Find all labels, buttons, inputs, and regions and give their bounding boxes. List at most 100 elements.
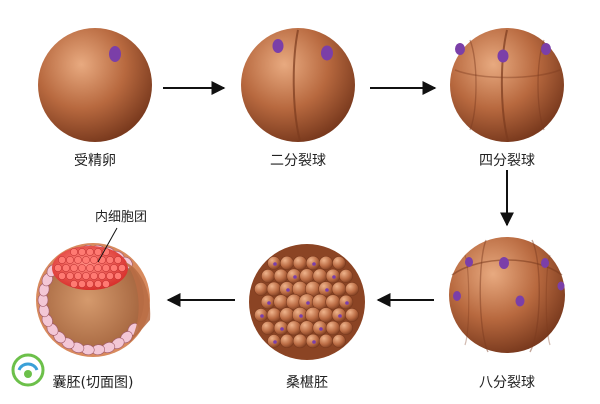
nucleus-icon bbox=[312, 262, 316, 266]
nucleus-icon bbox=[286, 288, 290, 292]
stage-label-four-cell: 四分裂球 bbox=[479, 153, 535, 169]
nucleus-icon bbox=[273, 340, 277, 344]
nucleus-icon bbox=[293, 275, 297, 279]
morula-illustration bbox=[249, 244, 365, 360]
nucleus-icon bbox=[345, 301, 349, 305]
inner-cell bbox=[98, 272, 106, 280]
nucleus-icon bbox=[312, 340, 316, 344]
blastomere bbox=[292, 333, 308, 349]
inner-cell bbox=[90, 272, 98, 280]
blastomere bbox=[325, 294, 341, 310]
inner-cell bbox=[114, 256, 122, 264]
inner-cell bbox=[118, 264, 126, 272]
inner-cell bbox=[86, 280, 94, 288]
blastomere bbox=[331, 281, 347, 297]
eight-cell-illustration bbox=[449, 237, 565, 353]
nucleus-icon bbox=[338, 314, 342, 318]
inner-cell bbox=[78, 280, 86, 288]
blastomere bbox=[339, 321, 353, 335]
blastomere bbox=[325, 320, 341, 336]
four-cell-illustration bbox=[450, 28, 564, 142]
nucleus-icon bbox=[319, 327, 323, 331]
inner-cell bbox=[94, 280, 102, 288]
inner-cell bbox=[114, 272, 122, 280]
nucleus-icon bbox=[499, 257, 509, 269]
blastomere bbox=[345, 308, 359, 322]
nucleus-icon bbox=[325, 288, 329, 292]
inner-cell bbox=[66, 256, 74, 264]
nucleus-icon bbox=[109, 46, 121, 62]
nucleus-icon bbox=[260, 314, 264, 318]
inner-cell bbox=[94, 264, 102, 272]
two-cell-illustration bbox=[241, 28, 355, 142]
blastomere bbox=[279, 333, 295, 349]
inner-cell bbox=[70, 248, 78, 256]
nucleus-icon bbox=[515, 295, 525, 307]
nucleus-icon bbox=[497, 49, 509, 63]
nucleus-icon bbox=[272, 39, 284, 53]
nucleus-icon bbox=[332, 275, 336, 279]
callout-inner-cell-mass: 内细胞团 bbox=[95, 210, 148, 225]
blastomere bbox=[254, 282, 268, 296]
blastomere bbox=[332, 334, 346, 348]
inner-cell bbox=[110, 264, 118, 272]
inner-cell bbox=[94, 248, 102, 256]
nucleus-icon bbox=[541, 43, 551, 55]
inner-cell bbox=[62, 264, 70, 272]
blastomere bbox=[273, 268, 289, 284]
inner-cell bbox=[106, 272, 114, 280]
nucleus-icon bbox=[465, 257, 473, 267]
blastomere bbox=[266, 281, 282, 297]
blastomere bbox=[299, 320, 315, 336]
blastomere bbox=[292, 255, 308, 271]
stage-label-zygote: 受精卵 bbox=[74, 153, 116, 169]
inner-cell bbox=[86, 248, 94, 256]
nucleus-icon bbox=[280, 327, 284, 331]
nucleus-icon bbox=[541, 258, 549, 268]
blastomere bbox=[332, 256, 346, 270]
inner-cell bbox=[90, 256, 98, 264]
inner-cell bbox=[74, 272, 82, 280]
blastomere bbox=[318, 255, 334, 271]
inner-cell bbox=[78, 248, 86, 256]
inner-cell bbox=[82, 256, 90, 264]
nucleus-icon bbox=[299, 314, 303, 318]
stage-label-eight-cell: 八分裂球 bbox=[479, 375, 535, 391]
inner-cell bbox=[70, 264, 78, 272]
blastomere bbox=[318, 307, 334, 323]
inner-cell bbox=[58, 272, 66, 280]
blastomere bbox=[261, 269, 275, 283]
nucleus-icon bbox=[453, 291, 461, 301]
stage-label-blastocyst: 囊胚(切面图) bbox=[52, 375, 134, 391]
inner-cell bbox=[78, 264, 86, 272]
nucleus-icon bbox=[321, 45, 333, 61]
blastomere bbox=[318, 333, 334, 349]
watermark-logo bbox=[11, 353, 45, 387]
inner-cell bbox=[102, 264, 110, 272]
stage-label-two-cell: 二分裂球 bbox=[270, 153, 326, 169]
inner-cell bbox=[54, 264, 62, 272]
inner-cell bbox=[86, 264, 94, 272]
blastomere bbox=[339, 269, 353, 283]
blastomere bbox=[286, 320, 302, 336]
blastocyst-illustration bbox=[36, 243, 151, 357]
callout-pointer bbox=[97, 227, 118, 263]
inner-cell bbox=[70, 280, 78, 288]
zygote-illustration bbox=[38, 28, 152, 142]
blastomere bbox=[312, 268, 328, 284]
nucleus-icon bbox=[273, 262, 277, 266]
inner-cell bbox=[66, 272, 74, 280]
inner-cell bbox=[106, 256, 114, 264]
nucleus-icon bbox=[557, 281, 565, 291]
inner-cell bbox=[58, 256, 66, 264]
inner-cell bbox=[82, 272, 90, 280]
inner-cell bbox=[102, 280, 110, 288]
nucleus-icon bbox=[455, 43, 465, 55]
nucleus-icon bbox=[267, 301, 271, 305]
stage-label-morula: 桑椹胚 bbox=[286, 375, 328, 391]
blastomere bbox=[345, 282, 359, 296]
inner-cell bbox=[74, 256, 82, 264]
blastomere bbox=[266, 307, 282, 323]
